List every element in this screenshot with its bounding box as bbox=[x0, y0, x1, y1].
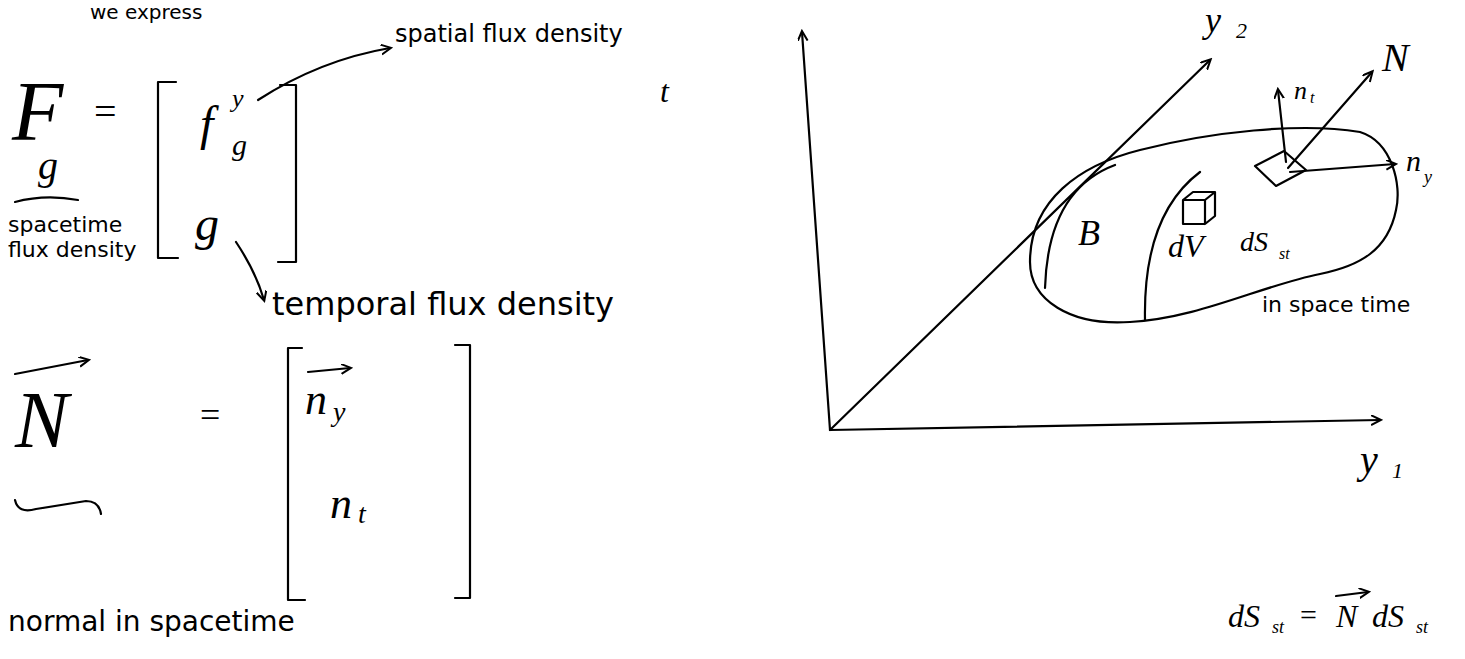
normal-space-component bbox=[1290, 164, 1395, 172]
vector-label: N bbox=[1382, 38, 1409, 78]
subscript: 1 bbox=[1392, 460, 1403, 482]
subscript: t bbox=[358, 500, 366, 528]
subscript: st bbox=[1272, 618, 1284, 636]
subscript: g bbox=[38, 146, 58, 186]
subscript: g bbox=[232, 130, 247, 160]
bracket bbox=[288, 348, 305, 600]
equals-sign: = bbox=[1300, 600, 1317, 630]
vector-label: n bbox=[1406, 146, 1421, 176]
axis-y1 bbox=[830, 420, 1380, 430]
vector-arrow bbox=[15, 360, 88, 374]
subscript: st bbox=[1416, 618, 1428, 636]
axis-y2 bbox=[830, 60, 1210, 430]
subscript: y bbox=[1424, 168, 1432, 186]
symbol: g bbox=[195, 200, 219, 248]
vector-label: n bbox=[1294, 78, 1307, 104]
symbol: n bbox=[305, 378, 327, 422]
element-label: dS bbox=[1240, 228, 1268, 256]
annotation: temporal flux density bbox=[272, 288, 614, 320]
symbol: F bbox=[12, 70, 63, 154]
subscript: st bbox=[1279, 246, 1290, 262]
normal-time-component bbox=[1278, 90, 1286, 162]
vector-arrow bbox=[308, 368, 350, 372]
equals-sign: = bbox=[94, 92, 117, 132]
axis-label: y bbox=[1205, 2, 1221, 38]
annotation: in space time bbox=[1262, 294, 1410, 316]
axis-label: y bbox=[1360, 440, 1378, 480]
annotation: spatial flux density bbox=[395, 22, 623, 46]
volume-element bbox=[1183, 192, 1215, 224]
axis-label: t bbox=[660, 75, 669, 107]
axis-t bbox=[802, 32, 830, 430]
annotation: spacetime flux density bbox=[8, 212, 138, 263]
subscript: t bbox=[1310, 90, 1314, 106]
bracket bbox=[158, 82, 178, 258]
pointer-arrow bbox=[236, 242, 264, 300]
symbol: dS bbox=[1228, 600, 1260, 632]
symbol: N bbox=[15, 380, 68, 460]
note-text: we express bbox=[90, 2, 202, 22]
normal-vector bbox=[1288, 72, 1372, 168]
subscript: y bbox=[333, 398, 345, 426]
equals-sign: = bbox=[200, 397, 220, 433]
inner-curve bbox=[1045, 165, 1115, 288]
vector-arrow bbox=[1336, 592, 1368, 596]
symbol: n bbox=[330, 482, 352, 526]
annotation: normal in spacetime bbox=[8, 608, 295, 636]
symbol: f bbox=[200, 100, 213, 148]
symbol: N bbox=[1336, 600, 1357, 632]
element-label: dV bbox=[1168, 230, 1204, 262]
region-label: B bbox=[1078, 215, 1100, 251]
underline bbox=[15, 197, 78, 202]
pointer-arrow bbox=[258, 48, 390, 100]
underbrace bbox=[15, 500, 101, 514]
symbol: dS bbox=[1372, 600, 1404, 632]
bracket bbox=[455, 345, 470, 598]
subscript: 2 bbox=[1236, 20, 1247, 42]
superscript: y bbox=[232, 86, 244, 112]
bracket bbox=[278, 85, 296, 262]
